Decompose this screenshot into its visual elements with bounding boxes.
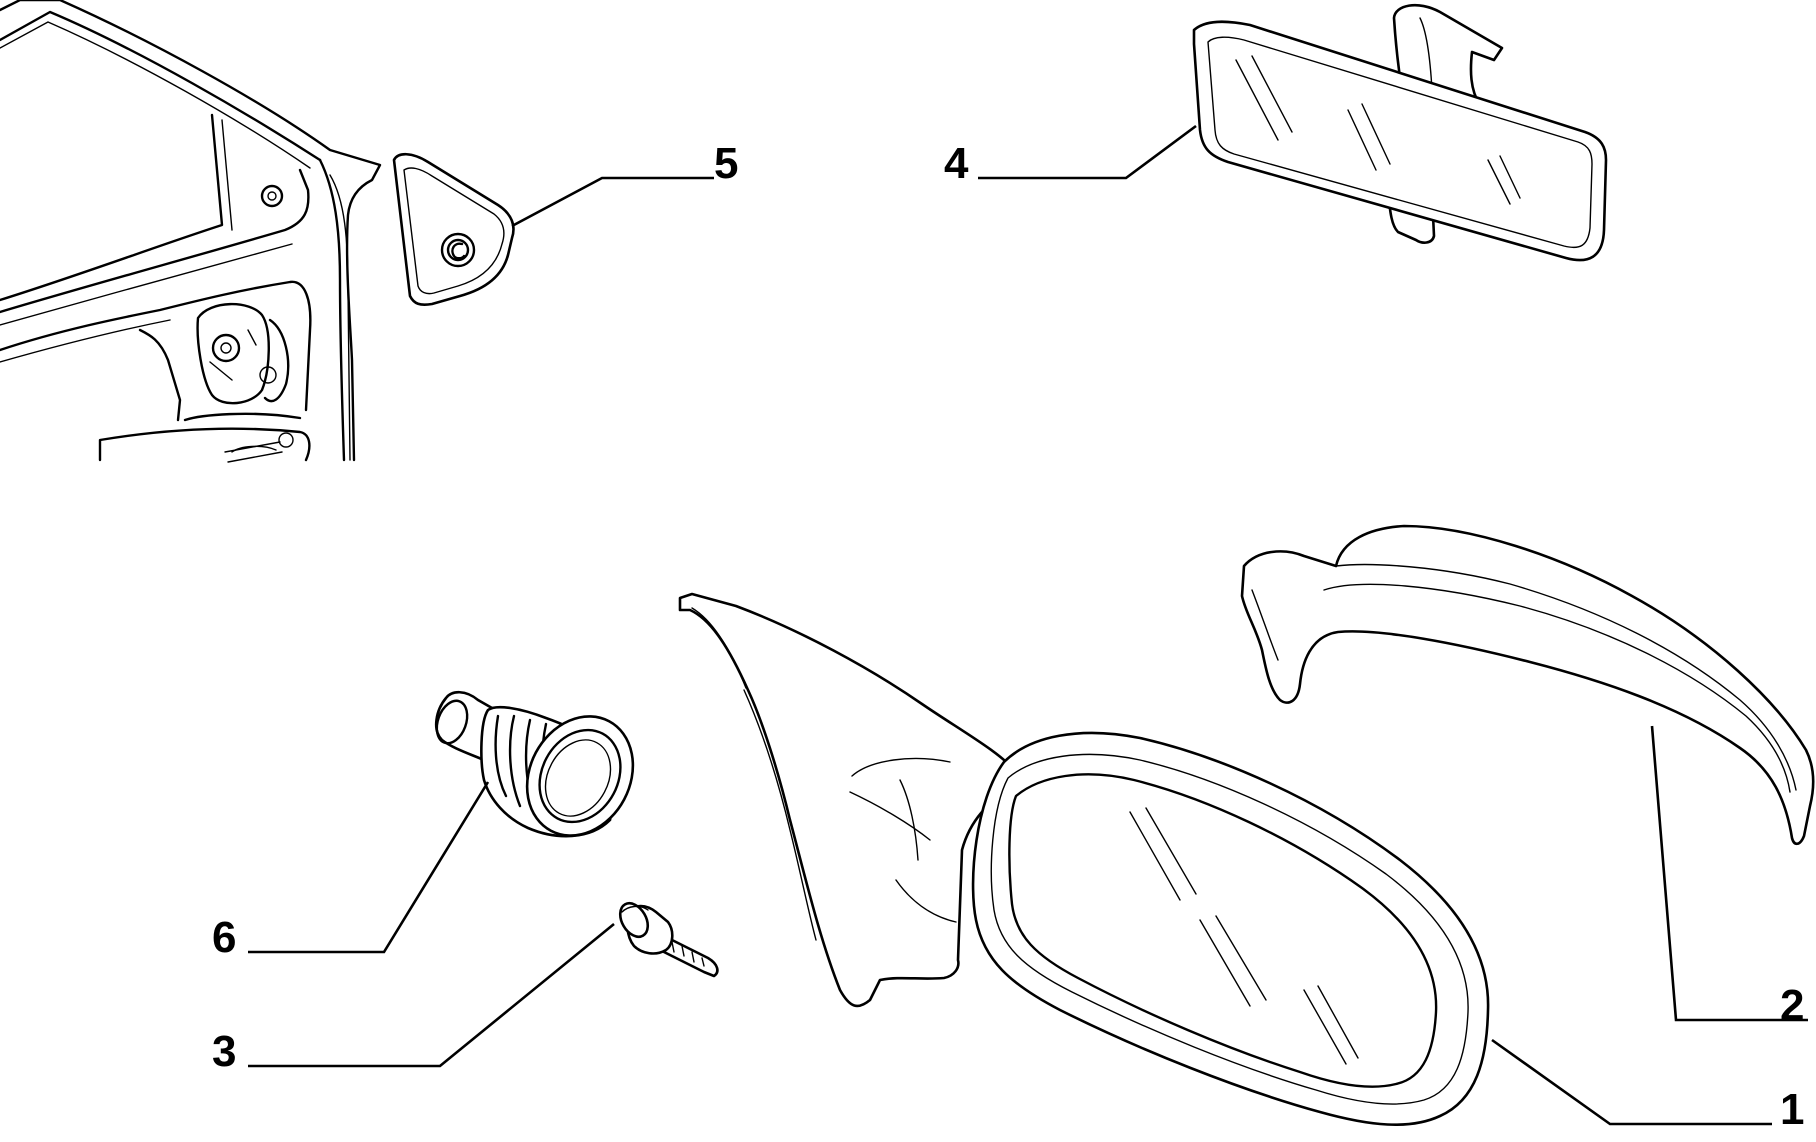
leader-line-1 <box>1491 1038 1772 1126</box>
leader-line-2 <box>1650 725 1808 1022</box>
grommet-part <box>434 690 635 838</box>
leader-lines <box>248 124 1808 1126</box>
callout-1: 1 <box>1780 1085 1804 1134</box>
leader-line-3 <box>248 922 615 1068</box>
callout-2: 2 <box>1780 981 1804 1030</box>
callout-labels: 5 4 2 6 3 1 <box>212 139 1804 1134</box>
mirror-cover-part <box>1240 524 1815 846</box>
leader-line-5 <box>511 176 714 228</box>
leader-line-6 <box>248 781 490 954</box>
interior-mirror-part <box>1192 3 1608 262</box>
callout-4: 4 <box>944 139 969 188</box>
exterior-mirror-part <box>678 592 1490 1127</box>
screw-part <box>618 901 719 978</box>
mirror-trim-plate-part <box>392 152 515 307</box>
leader-line-4 <box>978 124 1197 180</box>
callout-6: 6 <box>212 913 236 962</box>
door-frame-illustration <box>0 0 382 463</box>
callout-3: 3 <box>212 1027 236 1076</box>
callout-5: 5 <box>714 139 738 188</box>
